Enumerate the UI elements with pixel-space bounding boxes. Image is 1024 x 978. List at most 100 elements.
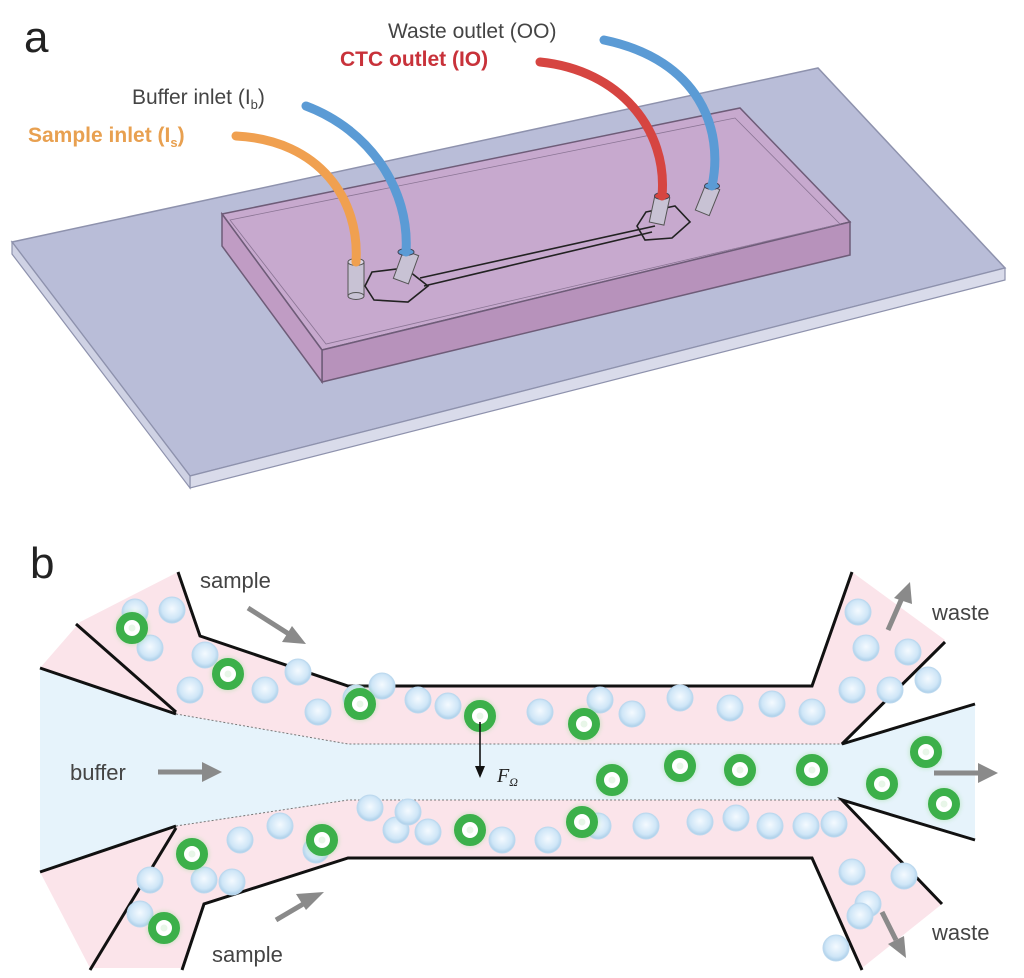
blood-cell bbox=[434, 692, 462, 720]
buffer-inlet-label: Buffer inlet (Ib) bbox=[132, 86, 265, 112]
panel-a-letter: a bbox=[24, 13, 49, 62]
buffer-tube bbox=[301, 101, 411, 257]
ctc-cells bbox=[115, 611, 961, 945]
blood-cell bbox=[176, 676, 204, 704]
arrow-buffer bbox=[158, 762, 222, 782]
blood-cell bbox=[844, 598, 872, 626]
ctc-cell bbox=[211, 657, 245, 691]
blood-cell bbox=[158, 596, 186, 624]
stream-boundaries bbox=[175, 713, 842, 827]
outlet-junction bbox=[636, 205, 692, 241]
blood-cell bbox=[822, 934, 850, 962]
blood-cell bbox=[838, 676, 866, 704]
blood-cell bbox=[136, 866, 164, 894]
arrow-waste-top bbox=[885, 582, 912, 632]
wall-bottom-sample bbox=[88, 827, 178, 971]
ctc-cell bbox=[909, 735, 943, 769]
sample-bottom-label: sample bbox=[212, 942, 283, 967]
panel-b: b bbox=[30, 539, 998, 971]
ctc-cell bbox=[927, 787, 961, 821]
ctc-cell bbox=[565, 805, 599, 839]
wall-bottom-main bbox=[180, 856, 864, 971]
blood-cell bbox=[756, 812, 784, 840]
blood-cell bbox=[526, 698, 554, 726]
blood-cell bbox=[792, 812, 820, 840]
ctc-cell bbox=[147, 911, 181, 945]
blood-cell bbox=[251, 676, 279, 704]
ctc-cell bbox=[343, 687, 377, 721]
blood-cell bbox=[758, 690, 786, 718]
waste-outlet-label: Waste outlet (OO) bbox=[388, 20, 556, 43]
blood-cell bbox=[368, 672, 396, 700]
blood-cell bbox=[666, 684, 694, 712]
blood-cell bbox=[190, 866, 218, 894]
blood-cell bbox=[488, 826, 516, 854]
ctc-cell bbox=[453, 813, 487, 847]
blood-cell bbox=[716, 694, 744, 722]
waste-top-label: waste bbox=[931, 600, 989, 625]
blood-cell bbox=[890, 862, 918, 890]
blood-cell bbox=[356, 794, 384, 822]
blood-cell bbox=[798, 698, 826, 726]
blood-cell bbox=[534, 826, 562, 854]
ctc-cell bbox=[663, 749, 697, 783]
wall-outlet-top bbox=[840, 640, 976, 746]
blood-cell bbox=[838, 858, 866, 886]
waste-stream-bottom bbox=[812, 798, 942, 968]
ctc-cell bbox=[175, 837, 209, 871]
blood-cell bbox=[226, 826, 254, 854]
sample-top-label: sample bbox=[200, 568, 271, 593]
blood-cell bbox=[136, 634, 164, 662]
tubing bbox=[231, 35, 720, 267]
blood-cell bbox=[876, 676, 904, 704]
blood-cell bbox=[894, 638, 922, 666]
blood-cell bbox=[304, 698, 332, 726]
blood-cell bbox=[284, 658, 312, 686]
buffer-label: buffer bbox=[70, 760, 126, 785]
blood-cell bbox=[846, 902, 874, 930]
arrow-ctc-out bbox=[934, 763, 998, 783]
blood-cell bbox=[394, 798, 422, 826]
arrow-waste-bottom bbox=[879, 910, 906, 958]
blood-cell bbox=[586, 686, 614, 714]
ctc-cell bbox=[595, 763, 629, 797]
ctc-cell bbox=[115, 611, 149, 645]
ctc-cell bbox=[463, 699, 497, 733]
blood-cell bbox=[404, 686, 432, 714]
ctc-tube bbox=[535, 57, 667, 201]
ctc-outlet-label: CTC outlet (IO) bbox=[340, 48, 488, 71]
ctc-cell bbox=[567, 707, 601, 741]
panel-a: a bbox=[10, 13, 1007, 490]
waste-bottom-label: waste bbox=[931, 920, 989, 945]
blood-cell bbox=[218, 868, 246, 896]
blood-cell bbox=[266, 812, 294, 840]
blood-cell bbox=[618, 700, 646, 728]
inertial-lift-force: FΩ bbox=[475, 722, 518, 789]
blood-cell bbox=[686, 808, 714, 836]
waste-tube bbox=[599, 35, 720, 191]
ctc-cell bbox=[723, 753, 757, 787]
blood-cell bbox=[852, 634, 880, 662]
wall-buffer-top bbox=[39, 666, 177, 716]
panel-b-letter: b bbox=[30, 539, 54, 588]
blood-cell bbox=[820, 810, 848, 838]
wall-top-sample bbox=[75, 622, 177, 714]
sample-inlet-label: Sample inlet (Is) bbox=[28, 124, 185, 150]
ctc-cell bbox=[865, 767, 899, 801]
wall-top-main bbox=[176, 571, 854, 688]
ctc-cell bbox=[305, 823, 339, 857]
blood-cell bbox=[191, 641, 219, 669]
sample-tube bbox=[231, 131, 361, 267]
blood-cell bbox=[722, 804, 750, 832]
arrow-sample-top bbox=[246, 605, 306, 644]
buffer-stream-main bbox=[348, 744, 842, 800]
ctc-cell bbox=[795, 753, 829, 787]
arrow-sample-bottom bbox=[274, 892, 324, 923]
pdms-chip bbox=[220, 107, 852, 385]
flow-arrows bbox=[158, 582, 998, 958]
wall-buffer-bottom bbox=[39, 824, 177, 874]
force-label: FΩ bbox=[496, 765, 518, 789]
blood-cell bbox=[414, 818, 442, 846]
blood-cell bbox=[632, 812, 660, 840]
